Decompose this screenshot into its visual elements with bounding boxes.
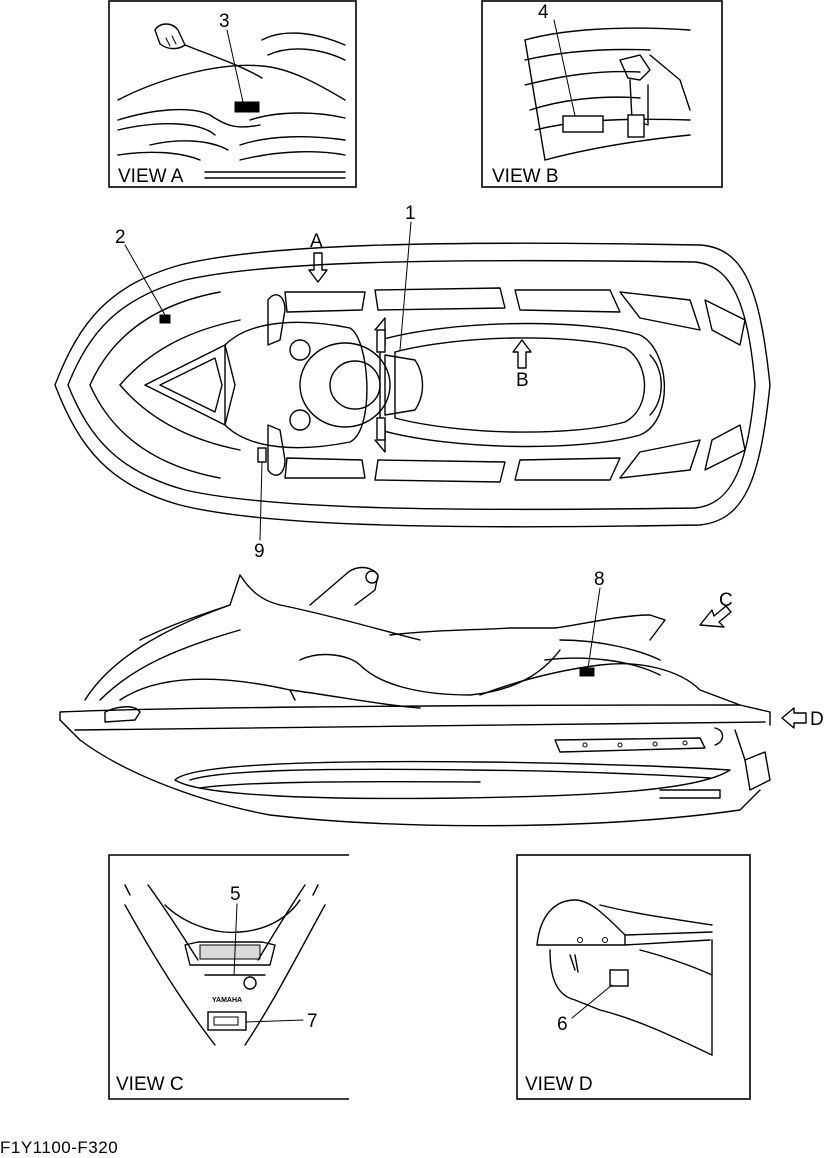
arrow-d-label: D (810, 709, 824, 730)
callout-9: 9 (254, 541, 265, 562)
top-view: 2 1 9 A B (54, 203, 771, 562)
view-b-panel: 4 VIEW B (481, 0, 723, 188)
view-d-panel: 6 VIEW D (516, 854, 751, 1100)
figure-code: F1Y1100-F320 (0, 1138, 119, 1157)
arrow-b-label: B (516, 370, 529, 391)
callout-4: 4 (538, 2, 549, 23)
arrow-a-label: A (310, 231, 323, 252)
view-b-label: VIEW B (492, 166, 559, 187)
yamaha-badge: YAMAHA (212, 997, 242, 1004)
arrow-c-label: C (719, 590, 733, 611)
view-a-panel: 3 VIEW A (108, 0, 357, 188)
callout-8: 8 (594, 569, 605, 590)
callout-5: 5 (230, 884, 241, 905)
callout-2: 2 (115, 227, 126, 248)
side-view: 8 C D (59, 566, 824, 827)
view-d-label: VIEW D (525, 1074, 593, 1095)
callout-3: 3 (219, 11, 230, 32)
view-c-label: VIEW C (116, 1074, 184, 1095)
callout-6: 6 (557, 1014, 568, 1035)
callout-7: 7 (307, 1011, 318, 1032)
view-c-panel: YAMAHA 7 5 VIEW C (108, 854, 349, 1100)
view-a-label: VIEW A (118, 166, 184, 187)
callout-1: 1 (405, 203, 416, 224)
